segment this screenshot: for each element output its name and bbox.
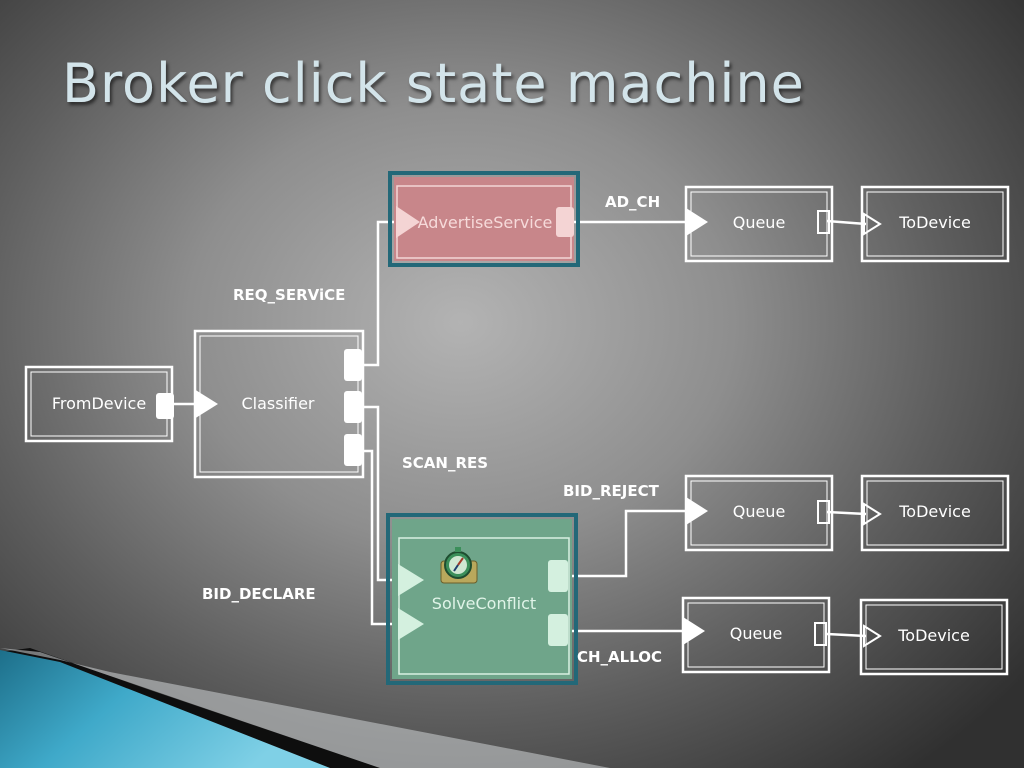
output-port <box>548 560 568 592</box>
output-port <box>556 207 574 237</box>
output-port <box>344 391 362 423</box>
todevice-label: ToDevice <box>897 626 970 645</box>
input-port <box>396 206 420 238</box>
label-ad-ch: AD_CH <box>605 193 660 211</box>
compass-clock-icon <box>440 547 478 584</box>
todevice-element-3[interactable]: ToDevice <box>859 598 1009 676</box>
output-port <box>817 210 830 234</box>
queue-label: Queue <box>733 502 786 521</box>
label-bid-reject: BID_REJECT <box>563 482 660 500</box>
queue-element-3[interactable]: Queue <box>681 596 831 674</box>
classifier-element[interactable]: Classifier <box>193 329 365 479</box>
label-scan-res: SCAN_RES <box>402 454 488 472</box>
edge-queue3-todevice3 <box>826 632 867 638</box>
output-port <box>814 622 827 646</box>
classifier-label: Classifier <box>241 394 314 413</box>
input-port <box>194 389 218 419</box>
edge-labels: REQ_SERViCE SCAN_RES BID_DECLARE AD_CH B… <box>202 193 662 666</box>
todevice-element-1[interactable]: ToDevice <box>860 185 1010 263</box>
output-port <box>548 614 568 646</box>
queue-element-2[interactable]: Queue <box>684 474 834 552</box>
output-port <box>344 434 362 466</box>
todevice-label: ToDevice <box>898 213 971 232</box>
input-port <box>863 502 882 526</box>
output-port <box>156 393 174 419</box>
queue-label: Queue <box>733 213 786 232</box>
todevice-element-2[interactable]: ToDevice <box>860 474 1010 552</box>
edge-bid-reject <box>568 509 688 578</box>
fromdevice-label: FromDevice <box>52 394 146 413</box>
fromdevice-element[interactable]: FromDevice <box>24 365 174 443</box>
output-port <box>817 500 830 524</box>
advertiseservice-element[interactable]: AdvertiseService <box>388 171 580 267</box>
corner-decoration <box>0 648 610 768</box>
label-ch-alloc: CH_ALLOC <box>577 648 662 666</box>
queue-label: Queue <box>730 624 783 643</box>
input-port <box>686 208 708 236</box>
edge-queue1-todevice1 <box>826 219 867 226</box>
queue-element-1[interactable]: Queue <box>684 185 834 263</box>
solveconflict-label: SolveConflict <box>432 594 536 613</box>
input-port <box>683 617 705 645</box>
label-bid-declare: BID_DECLARE <box>202 585 316 603</box>
input-port <box>686 497 708 525</box>
slide-title: Broker click state machine <box>62 52 805 115</box>
output-port <box>344 349 362 381</box>
input-port <box>863 624 882 648</box>
input-port <box>398 608 424 640</box>
input-port <box>398 564 424 596</box>
label-req-service: REQ_SERViCE <box>233 286 345 304</box>
advertiseservice-label: AdvertiseService <box>418 213 553 232</box>
edge-bid-declare <box>361 449 398 626</box>
edge-req-service <box>361 220 396 367</box>
input-port <box>863 212 882 236</box>
todevice-label: ToDevice <box>898 502 971 521</box>
edge-queue2-todevice2 <box>826 510 867 516</box>
solveconflict-element[interactable]: SolveConflict <box>386 513 578 685</box>
